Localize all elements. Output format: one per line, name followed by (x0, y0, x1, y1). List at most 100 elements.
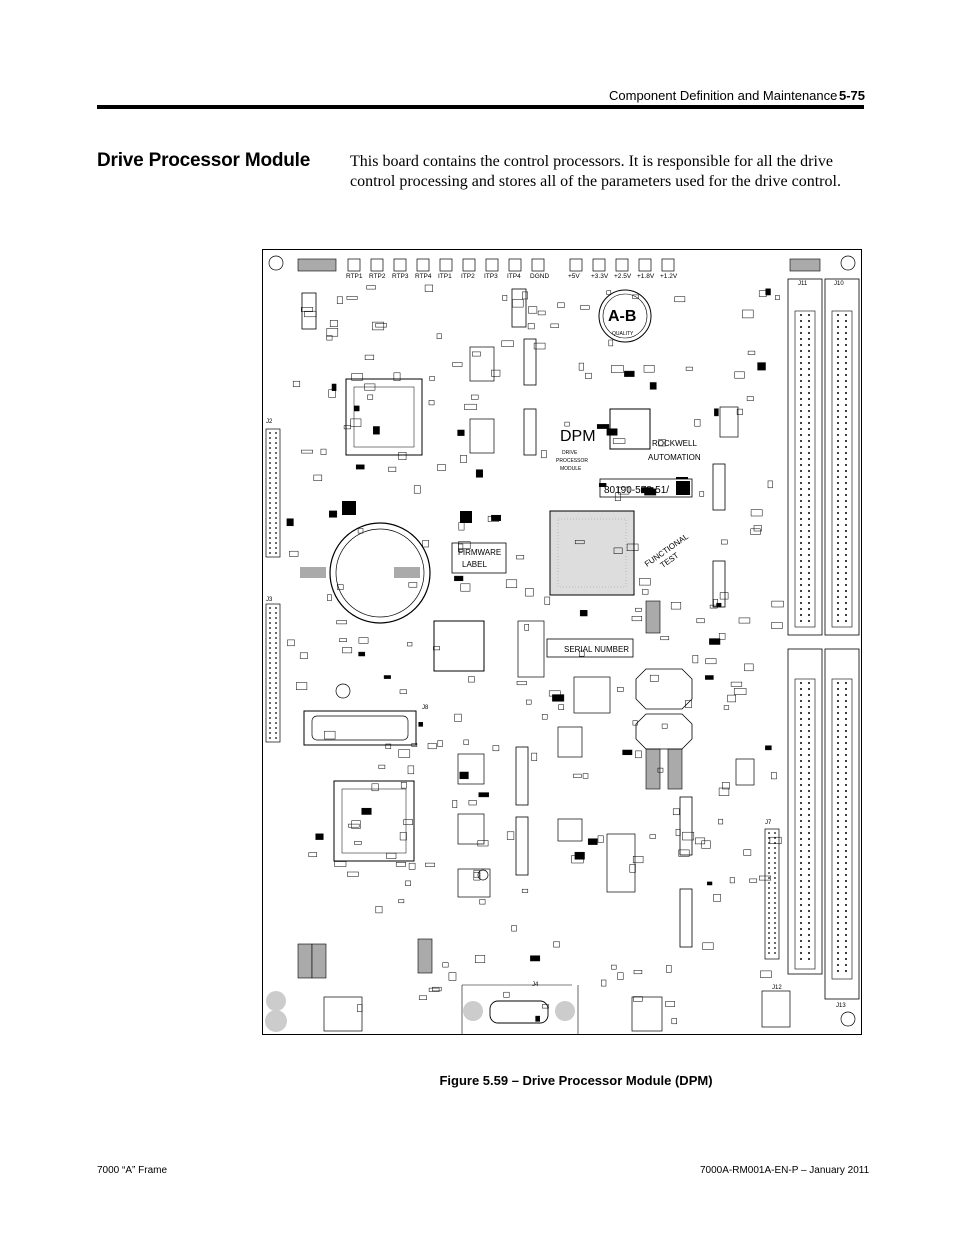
smd-component (775, 295, 780, 300)
smd-component (364, 354, 375, 360)
connector-pin (808, 742, 810, 744)
smd-component (399, 689, 407, 694)
footer-left: 7000 “A” Frame (97, 1165, 168, 1176)
smd-component (658, 439, 666, 447)
connector-pin (808, 718, 810, 720)
smd-component (287, 639, 295, 647)
connector-pin (845, 392, 847, 394)
smd-component (672, 808, 680, 815)
smd-component (743, 849, 752, 856)
smd-component (606, 290, 612, 295)
connector-pin (800, 928, 802, 930)
smd-component (383, 675, 391, 679)
header-pin (774, 932, 776, 934)
smd-component (400, 782, 407, 789)
connector-pin (800, 796, 802, 798)
header-pin (269, 432, 271, 434)
smd-component (428, 987, 440, 992)
connector-pin (845, 344, 847, 346)
smd-component (413, 485, 421, 494)
smd-component (475, 955, 486, 963)
smd-component (750, 509, 763, 517)
smd-component (411, 743, 418, 747)
connector-pin (808, 434, 810, 436)
smd-component (460, 583, 471, 592)
smd-component (350, 418, 362, 427)
header-pin (275, 642, 277, 644)
smd-component (324, 730, 336, 740)
connector-pin (837, 754, 839, 756)
connector-pin (800, 446, 802, 448)
connector-pin (837, 476, 839, 478)
connector-pin (837, 898, 839, 900)
connector-pin (845, 416, 847, 418)
header-pin (275, 542, 277, 544)
smd-component (674, 296, 686, 303)
connector-pin (837, 856, 839, 858)
connector-pin (800, 332, 802, 334)
smd-component (429, 376, 435, 381)
connector-pin (800, 584, 802, 586)
smd-component (633, 996, 643, 1002)
smd-component (366, 285, 376, 290)
connector-pin (800, 688, 802, 690)
smd-component (707, 881, 713, 886)
connector-pin (837, 416, 839, 418)
smd-component (661, 723, 668, 729)
header-pin (275, 737, 277, 739)
header-pin (774, 882, 776, 884)
smd-component (537, 310, 546, 316)
connector-pin (837, 404, 839, 406)
smd-component (475, 469, 483, 478)
connector-pin (845, 434, 847, 436)
header-pin (275, 482, 277, 484)
smd-component (632, 720, 638, 726)
connector-pin (800, 356, 802, 358)
connector-pin (808, 452, 810, 454)
smd-component (301, 449, 313, 454)
header-pin (275, 502, 277, 504)
smd-component (660, 636, 670, 641)
connector-pin (845, 464, 847, 466)
connector-pin (808, 904, 810, 906)
header-pin (768, 892, 770, 894)
header-pin (269, 457, 271, 459)
header-pin (768, 907, 770, 909)
test-point-label: RTP1 (346, 273, 363, 280)
board-label-processor: PROCESSOR (556, 458, 588, 464)
smd-component (289, 550, 299, 557)
connector-pin (845, 446, 847, 448)
connector-pin (845, 694, 847, 696)
smd-component (771, 772, 777, 780)
smd-component (705, 658, 717, 665)
test-point-label: ITP1 (438, 273, 452, 280)
smd-component (375, 906, 383, 914)
connector-pin (845, 796, 847, 798)
smd-component (530, 955, 541, 962)
connector-pin (800, 614, 802, 616)
connector-pin (837, 332, 839, 334)
connector-pin (808, 712, 810, 714)
connector-pin (800, 524, 802, 526)
header-pin (768, 872, 770, 874)
smd-component (378, 764, 386, 769)
header-pin (774, 892, 776, 894)
connector-pin (800, 326, 802, 328)
header-pin (768, 857, 770, 859)
smd-component (334, 861, 347, 867)
smd-component (558, 704, 564, 710)
header-pin (269, 492, 271, 494)
connector-pin (837, 434, 839, 436)
connector-pin (808, 350, 810, 352)
header-pin (269, 677, 271, 679)
smd-component (388, 466, 397, 472)
smd-component (639, 578, 651, 586)
header-pin (269, 647, 271, 649)
header-pin (269, 467, 271, 469)
connector-pin (845, 404, 847, 406)
header-pin (774, 927, 776, 929)
smd-component (542, 1004, 549, 1009)
header-pin (275, 717, 277, 719)
connector-pin (837, 844, 839, 846)
header-pin (768, 887, 770, 889)
